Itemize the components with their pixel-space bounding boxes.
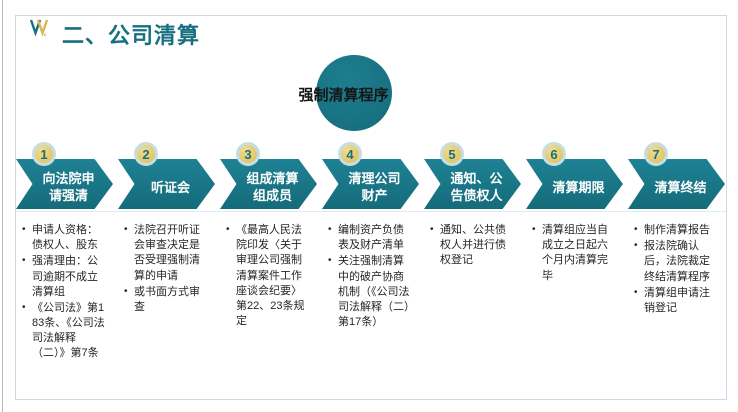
step-4: 4 清理公司财产 [322, 142, 419, 209]
step-3-chevron: 组成清算组成员 [220, 159, 317, 209]
step-3-number-badge: 3 [236, 142, 260, 166]
step-3-notes: 《最高人民法院印发〈关于审理公司强制清算案件工作座谈会纪要〉第22、23条规定 [220, 223, 322, 363]
step-6-number-badge: 6 [542, 142, 566, 166]
slide: 二、公司清算 强制清算程序 1 向法院申请强清 2 听证会 3 组成清算组成员 … [15, 15, 727, 400]
process-chevron-row: 1 向法院申请强清 2 听证会 3 组成清算组成员 4 清理公司财产 5 [16, 142, 725, 209]
step-5-label: 通知、公告债权人 [450, 171, 503, 203]
center-ellipse [316, 55, 392, 131]
note-item: 编制资产负债表及财产清单 [326, 223, 412, 253]
step-7-notes: 制作清算报告 报法院确认后，法院裁定终结清算程序 清算组申请注销登记 [628, 223, 730, 363]
step-3: 3 组成清算组成员 [220, 142, 317, 209]
note-item: 制作清算报告 [632, 223, 718, 238]
note-item: 《公司法》第183条、《公司法司法解释（二）》第7条 [20, 301, 106, 362]
logo-w-icon [30, 19, 49, 37]
step-4-chevron: 清理公司财产 [322, 159, 419, 209]
note-item: 《最高人民法院印发〈关于审理公司强制清算案件工作座谈会纪要〉第22、23条规定 [224, 223, 310, 329]
note-item: 清算组应当自成立之日起六个月内清算完毕 [530, 223, 616, 284]
step-2-notes: 法院召开听证会审查决定是否受理强制清算的申请 或书面方式审查 [118, 223, 220, 363]
note-item: 或书面方式审查 [122, 285, 208, 315]
step-1-label: 向法院申请强清 [42, 171, 95, 203]
step-2: 2 听证会 [118, 142, 215, 209]
step-4-notes: 编制资产负债表及财产清单 关注强制清算中的破产协商机制（《公司法司法解释（二）第… [322, 223, 424, 363]
step-7-chevron: 清算终结 [628, 159, 725, 209]
step-6-chevron: 清算期限 [526, 159, 623, 209]
step-4-number-badge: 4 [338, 142, 362, 166]
step-5: 5 通知、公告债权人 [424, 142, 521, 209]
step-7: 7 清算终结 [628, 142, 725, 209]
step-2-label: 听证会 [150, 179, 190, 195]
window-edge-line [2, 0, 3, 412]
step-2-chevron: 听证会 [118, 159, 215, 209]
step-6: 6 清算期限 [526, 142, 623, 209]
step-5-chevron: 通知、公告债权人 [424, 159, 521, 209]
note-item: 清算组申请注销登记 [632, 286, 718, 316]
step-3-label: 组成清算组成员 [246, 171, 299, 203]
step-5-notes: 通知、公共债权人并进行债权登记 [424, 223, 526, 363]
step-2-number-badge: 2 [134, 142, 158, 166]
note-item: 申请人资格：债权人、股东 [20, 223, 106, 253]
step-6-notes: 清算组应当自成立之日起六个月内清算完毕 [526, 223, 628, 363]
note-item: 报法院确认后，法院裁定终结清算程序 [632, 239, 718, 285]
step-7-number-badge: 7 [644, 142, 668, 166]
note-item: 通知、公共债权人并进行债权登记 [428, 223, 514, 269]
note-item: 关注强制清算中的破产协商机制（《公司法司法解释（二）第17条） [326, 254, 412, 330]
step-4-label: 清理公司财产 [348, 171, 401, 203]
row-divider [16, 211, 726, 212]
step-7-label: 清算终结 [654, 179, 707, 195]
step-notes-row: 申请人资格：债权人、股东 强清理由：公司逾期不成立清算组 《公司法》第183条、… [16, 223, 730, 363]
step-6-label: 清算期限 [552, 179, 605, 195]
note-item: 法院召开听证会审查决定是否受理强制清算的申请 [122, 223, 208, 284]
page-title: 二、公司清算 [62, 23, 201, 48]
step-1-number-badge: 1 [32, 142, 56, 166]
step-5-number-badge: 5 [440, 142, 464, 166]
center-ellipse-label: 强制清算程序 [298, 87, 389, 104]
step-1: 1 向法院申请强清 [16, 142, 113, 209]
step-1-notes: 申请人资格：债权人、股东 强清理由：公司逾期不成立清算组 《公司法》第183条、… [16, 223, 118, 363]
step-1-chevron: 向法院申请强清 [16, 159, 113, 209]
note-item: 强清理由：公司逾期不成立清算组 [20, 254, 106, 300]
